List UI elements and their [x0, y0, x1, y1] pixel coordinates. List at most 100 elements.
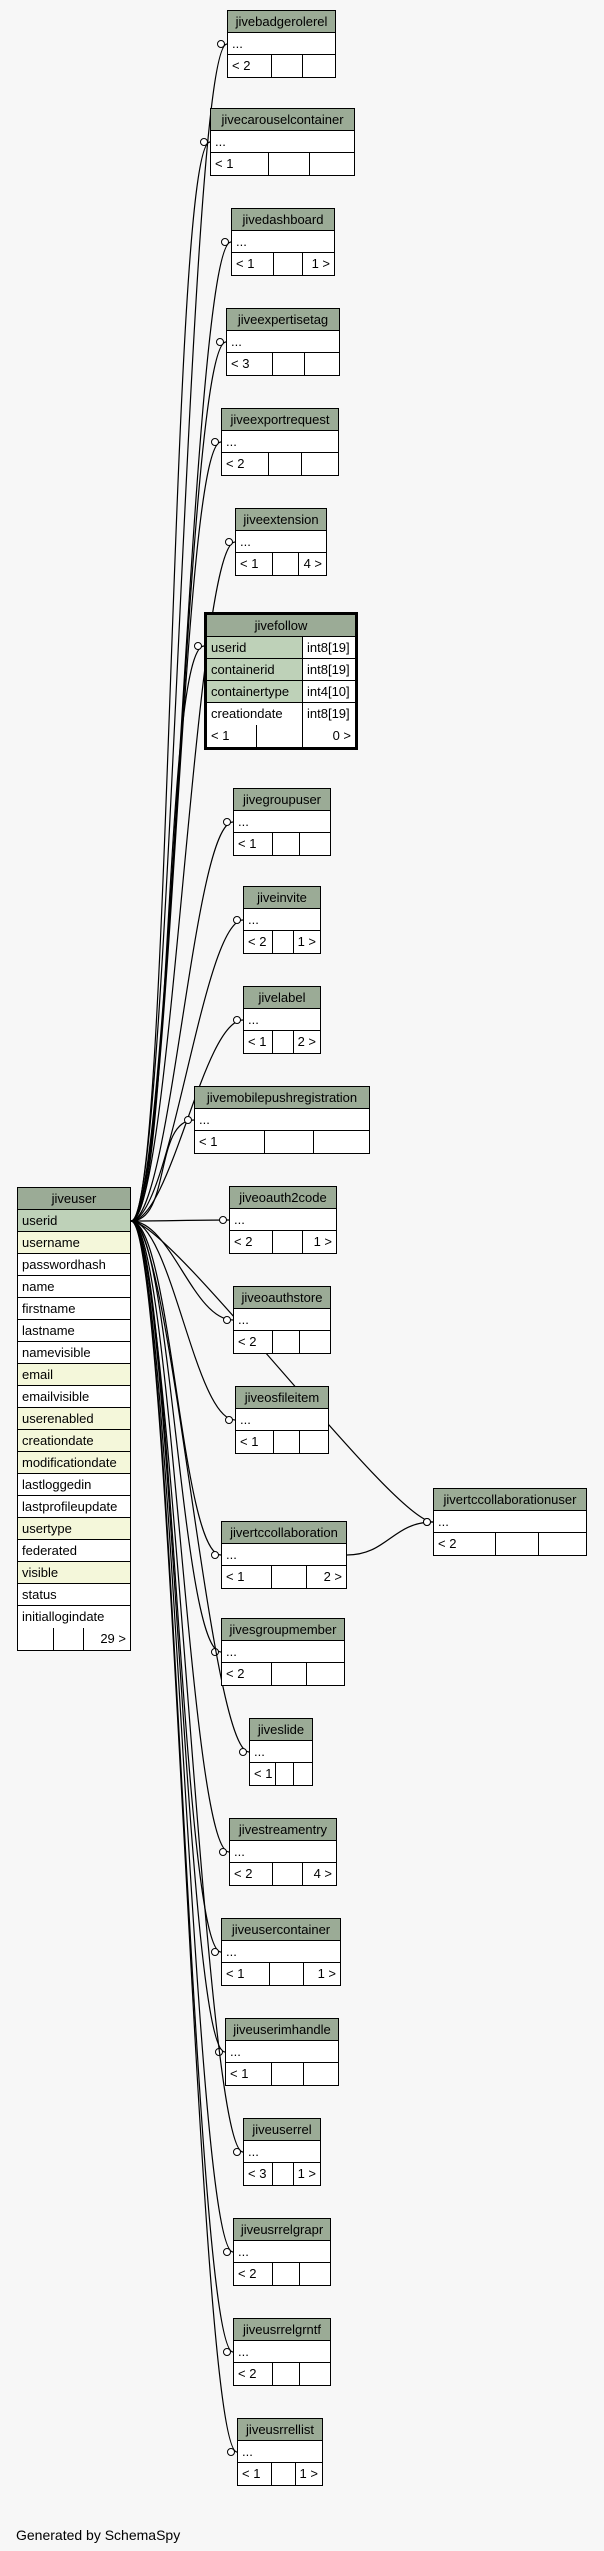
table-title: jiveexpertisetag — [227, 309, 339, 331]
zero-many-marker — [227, 2448, 235, 2456]
table-title: jiveuserimhandle — [226, 2019, 338, 2041]
footer-cell: 2 > — [297, 1034, 316, 1049]
table-footer: < 2 — [222, 1663, 344, 1685]
relationship-edge — [130, 141, 211, 1222]
relationship-edge — [130, 1220, 250, 1753]
footer-cell: < 3 — [244, 2163, 273, 2185]
footer-cell — [302, 453, 338, 475]
zero-many-marker — [233, 916, 241, 924]
table-jiveuserimhandle[interactable]: jiveuserimhandle...< 1 — [225, 2018, 339, 2086]
table-title: jiveoauthstore — [234, 1287, 330, 1309]
footer-cell — [273, 931, 294, 953]
footer-cell — [307, 1663, 344, 1685]
table-body: ... — [222, 1544, 346, 1566]
footer-cell — [54, 1628, 84, 1650]
table-title: jiveusrrellist — [238, 2419, 322, 2441]
table-jiveusrrelgrapr[interactable]: jiveusrrelgrapr...< 2 — [233, 2218, 331, 2286]
table-jivebadgerolerel[interactable]: jivebadgerolerel...< 2 — [227, 10, 336, 78]
footer-cell — [272, 55, 303, 77]
column-lastname: lastname — [18, 1320, 130, 1342]
zero-many-marker — [233, 1016, 241, 1024]
footer-cell: < 3 — [227, 353, 273, 375]
table-jiveexpertisetag[interactable]: jiveexpertisetag...< 3 — [226, 308, 340, 376]
table-jivecarouselcontainer[interactable]: jivecarouselcontainer...< 1 — [210, 108, 355, 176]
footer-cell: 1 > — [313, 1234, 332, 1249]
column-name: containerid — [207, 659, 303, 680]
relationship-edge — [130, 1220, 226, 2053]
column-firstname: firstname — [18, 1298, 130, 1320]
table-footer: < 2 — [234, 2363, 330, 2385]
table-body: ... — [230, 1209, 336, 1231]
table-body: ... — [234, 811, 330, 833]
footer-cell: 4 > — [313, 1866, 332, 1881]
footer-cell — [257, 725, 303, 747]
table-title: jivebadgerolerel — [228, 11, 335, 33]
footer-cell — [310, 153, 354, 175]
relationship-edge — [130, 645, 205, 1222]
relationship-edge — [130, 441, 222, 1222]
footer-cell — [274, 1431, 300, 1453]
table-body: ... — [230, 1841, 336, 1863]
column-passwordhash: passwordhash — [18, 1254, 130, 1276]
table-body: ... — [234, 2341, 330, 2363]
relationship-edge — [130, 541, 236, 1222]
table-jivegroupuser[interactable]: jivegroupuser...< 1 — [233, 788, 331, 856]
footer-cell — [274, 253, 303, 275]
table-title: jiveuser — [18, 1188, 130, 1210]
footer-cell — [300, 1431, 328, 1453]
relationship-edge — [130, 1220, 222, 1953]
footer-cell: < 2 — [222, 1663, 272, 1685]
table-footer: < 1 — [236, 1431, 328, 1453]
table-jiveexportrequest[interactable]: jiveexportrequest...< 2 — [221, 408, 339, 476]
table-jivesgroupmember[interactable]: jivesgroupmember...< 2 — [221, 1618, 345, 1686]
column-visible: visible — [18, 1562, 130, 1584]
footer-cell — [273, 1231, 303, 1253]
footer-cell — [300, 1331, 330, 1353]
table-body: ... — [244, 909, 320, 931]
table-footer: < 2 — [228, 55, 335, 77]
column-name: creationdate — [207, 703, 303, 725]
footer-cell: < 2 — [234, 1331, 273, 1353]
table-body: ... — [434, 1511, 586, 1533]
table-jivertccollaborationuser[interactable]: jivertccollaborationuser...< 2 — [433, 1488, 587, 1556]
footer-cell — [273, 1031, 294, 1053]
footer-cell: < 1 — [234, 833, 273, 855]
footer-cell — [272, 2063, 304, 2085]
footer-cell: 1 > — [311, 256, 330, 271]
table-footer: < 2 — [234, 1331, 330, 1353]
table-jivemobilepushregistration[interactable]: jivemobilepushregistration...< 1 — [194, 1086, 370, 1154]
zero-many-marker — [223, 2348, 231, 2356]
footer-cell — [273, 353, 305, 375]
generated-by-label: Generated by SchemaSpy — [16, 2527, 181, 2543]
footer-cell — [300, 2263, 330, 2285]
table-jiveoauthstore[interactable]: jiveoauthstore...< 2 — [233, 1286, 331, 1354]
column-type: int4[10] — [307, 684, 350, 699]
table-body: ... — [222, 1641, 344, 1663]
relationship-edge — [130, 1220, 234, 2353]
table-jiveusrrelgrntf[interactable]: jiveusrrelgrntf...< 2 — [233, 2318, 331, 2386]
footer-cell — [269, 153, 310, 175]
footer-cell: < 2 — [244, 931, 273, 953]
relationship-edge — [130, 341, 227, 1222]
table-title: jivertccollaboration — [222, 1522, 346, 1544]
column-userenabled: userenabled — [18, 1408, 130, 1430]
footer-cell — [276, 1763, 294, 1785]
table-jiveslide[interactable]: jiveslide...< 1 — [249, 1718, 313, 1786]
column-userid: userid — [18, 1210, 130, 1232]
table-footer: < 2 — [234, 2263, 330, 2285]
table-jiveosfileitem[interactable]: jiveosfileitem...< 1 — [235, 1386, 329, 1454]
